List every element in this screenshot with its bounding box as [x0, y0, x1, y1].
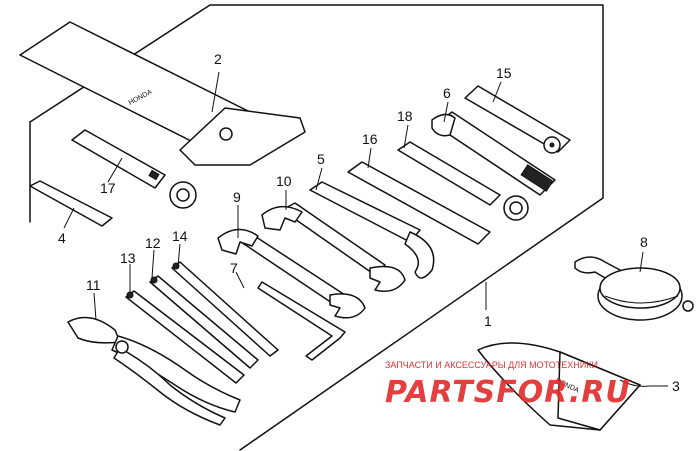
flat-strip — [29, 180, 113, 227]
long-strip — [347, 161, 491, 245]
part-label-15: 15 — [496, 65, 512, 81]
part-label-17: 17 — [100, 180, 116, 196]
watermark-logo: PARTSFOR.RU — [385, 375, 631, 410]
part-number-labels: 1 2 3 4 5 6 7 8 9 10 11 12 13 14 15 16 1… — [58, 51, 680, 394]
screwdriver-blade-12 — [149, 275, 259, 369]
part-label-12: 12 — [145, 235, 161, 251]
part-label-7: 7 — [230, 260, 238, 276]
part-label-1: 1 — [484, 313, 492, 329]
part-label-4: 4 — [58, 230, 66, 246]
pliers — [67, 316, 241, 426]
screwdriver-handle — [171, 261, 279, 357]
part-label-10: 10 — [276, 173, 292, 189]
spanner-wrench — [397, 141, 529, 221]
tool-bag: HONDA — [19, 21, 306, 166]
part-label-3: 3 — [672, 378, 680, 394]
extractor-tool — [574, 256, 694, 321]
watermark-caption: ЗАПЧАСТИ И АКСЕССУАРЫ ДЛЯ МОТОТЕХНИКИ — [385, 360, 598, 370]
part-label-13: 13 — [120, 250, 136, 266]
part-label-8: 8 — [640, 234, 648, 250]
open-end-wrench-9 — [217, 228, 366, 319]
tool-pouch: HONDA — [477, 342, 641, 431]
part-label-14: 14 — [172, 228, 188, 244]
part-label-2: 2 — [214, 51, 222, 67]
hex-key — [257, 281, 346, 361]
part-label-18: 18 — [397, 108, 413, 124]
extension-bar — [464, 85, 571, 154]
hook-spanner — [309, 181, 435, 279]
box-wrench — [71, 129, 197, 209]
part-label-11: 11 — [86, 277, 101, 293]
part-label-9: 9 — [233, 189, 241, 205]
tool-kit-tray-outline — [29, 4, 604, 451]
open-end-wrench-10 — [261, 202, 406, 292]
spark-plug-socket — [431, 111, 556, 196]
part-label-6: 6 — [443, 85, 451, 101]
watermark: ЗАПЧАСТИ И АКСЕССУАРЫ ДЛЯ МОТОТЕХНИКИ PA… — [385, 360, 631, 410]
leader-lines — [63, 71, 668, 387]
part-label-5: 5 — [317, 151, 325, 167]
part-label-16: 16 — [362, 131, 378, 147]
